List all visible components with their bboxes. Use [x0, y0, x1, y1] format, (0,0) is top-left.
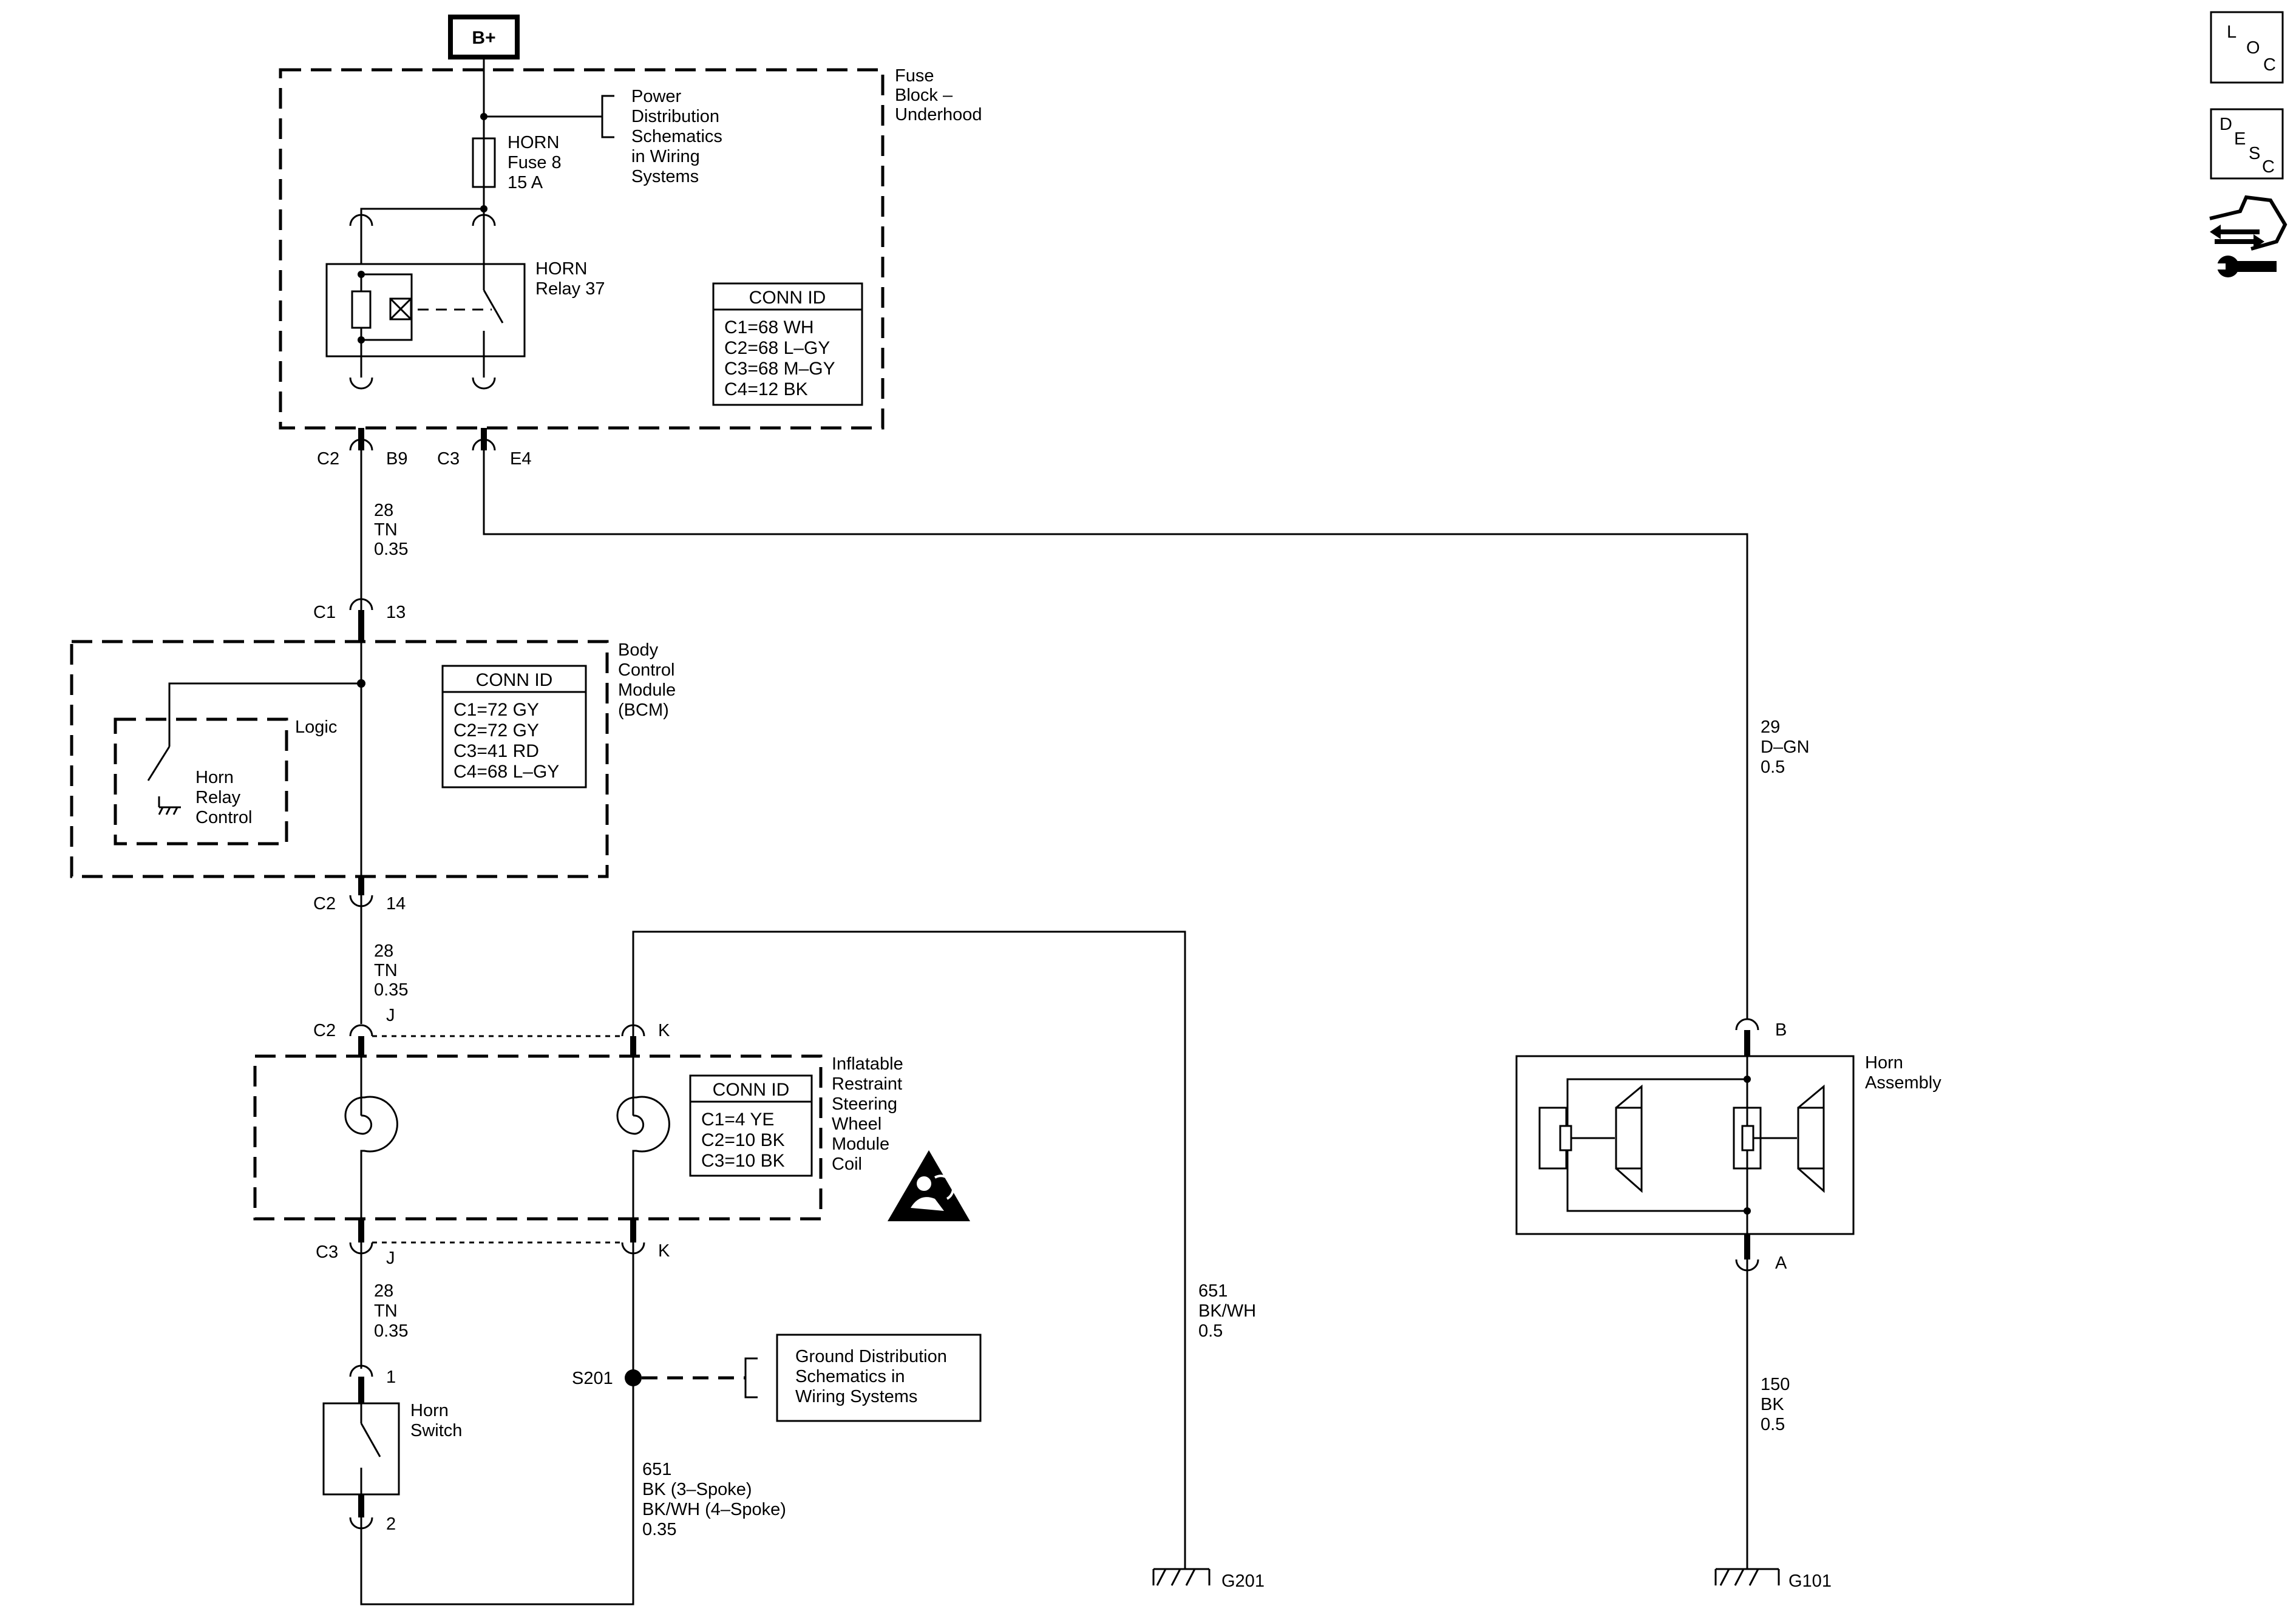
connector-wrench-icon[interactable] — [2209, 195, 2288, 277]
wire-label-29dgn: 29 D–GN 0.5 — [1761, 717, 1815, 777]
power-distribution-reference: Power Distribution Schematics in Wiring … — [631, 87, 727, 186]
coil-conn-id-table: CONN ID C1=4 YE C2=10 BK C3=10 BK — [689, 1074, 813, 1177]
coil-title: Inflatable Restraint Steering Wheel Modu… — [832, 1054, 908, 1174]
inflatable-restraint-coil: Inflatable Restraint Steering Wheel Modu… — [253, 1054, 908, 1221]
horn-switch: Horn Switch — [322, 1401, 462, 1496]
connector-horn-b: B — [1775, 1020, 1787, 1040]
connector-horn-a: A — [1775, 1253, 1787, 1273]
horn-speaker-right-icon — [1733, 1084, 1825, 1193]
ground-g201: G201 — [1152, 1568, 1265, 1591]
svg-text:C: C — [2263, 55, 2276, 75]
bcm-title: Body Control Module (BCM) — [618, 640, 681, 720]
wire-label-651-bk-spoke: 651 BK (3–Spoke) BK/WH (4–Spoke) 0.35 — [642, 1460, 791, 1539]
connector-fb-c2: C2 — [317, 449, 339, 469]
bcm-conn-id-table: CONN ID C1=72 GY C2=72 GY C3=41 RD C4=68… — [441, 665, 587, 788]
body-control-module: Body Control Module (BCM) — [70, 640, 681, 878]
connector-fb-e4: E4 — [510, 449, 531, 469]
connector-coil-c2: C2 — [313, 1021, 336, 1040]
battery-label: B+ — [472, 28, 495, 48]
bcm-logic-label: Logic — [295, 717, 337, 737]
horn-fuse: HORN Fuse 8 15 A — [472, 133, 566, 192]
wire-label-28tn-2: 28 TN 0.35 — [374, 941, 408, 1000]
wire-label-28tn-1: 28 TN 0.35 — [374, 501, 408, 559]
svg-text:E: E — [2234, 129, 2246, 149]
clockspring-coil-right — [616, 1056, 670, 1219]
connector-fb-c3: C3 — [437, 449, 460, 469]
splice-s201-label: S201 — [572, 1369, 613, 1388]
svg-text:CONN ID: CONN ID — [749, 288, 826, 308]
svg-text:S: S — [2249, 144, 2260, 163]
svg-text:CONN ID: CONN ID — [713, 1080, 790, 1100]
connector-bcm-c1: C1 — [313, 603, 336, 622]
horn-relay-control-label: Horn Relay Control — [195, 768, 253, 827]
horn-fuse-label: HORN Fuse 8 15 A — [508, 133, 566, 192]
bcm-logic: Logic Horn Relay Control — [114, 717, 337, 846]
wire-label-28tn-3: 28 TN 0.35 — [374, 1281, 408, 1341]
connector-switch-2: 2 — [386, 1514, 396, 1534]
connector-coil-k-top: K — [658, 1021, 670, 1040]
connector-coil-k-bottom: K — [658, 1241, 670, 1261]
horn-assembly-label: Horn Assembly — [1865, 1053, 1941, 1093]
connector-coil-c3: C3 — [316, 1242, 338, 1262]
horn-relay: HORN Relay 37 — [325, 259, 605, 358]
airbag-warning-icon — [888, 1150, 970, 1221]
svg-text:Ground Distribution Sche: Ground Distribution Schematics in Wiring… — [795, 1347, 952, 1406]
horn-relay-label: HORN Relay 37 — [535, 259, 605, 299]
connector-coil-j-bottom: J — [386, 1249, 395, 1268]
wire-label-150-bk: 150 BK 0.5 — [1761, 1375, 1795, 1434]
connector-bcm-c2: C2 — [313, 894, 336, 914]
ground-g101-label: G101 — [1788, 1571, 1832, 1591]
connector-bcm-14: 14 — [386, 894, 406, 914]
horn-speaker-left-icon — [1538, 1084, 1643, 1193]
ground-g201-label: G201 — [1221, 1571, 1265, 1591]
battery-terminal: B+ — [448, 15, 520, 59]
svg-text:O: O — [2246, 38, 2260, 58]
clockspring-coil-left — [344, 1056, 398, 1219]
svg-text:C: C — [2262, 157, 2275, 177]
horn-assembly: Horn Assembly — [1515, 1053, 1941, 1235]
location-icon-button[interactable]: L O C — [2210, 11, 2284, 84]
svg-text:C1=72 GY C2=72 GY: C1=72 GY C2=72 GY C3=41 RD C4=68 L–GY — [453, 700, 559, 782]
svg-text:D: D — [2220, 115, 2232, 134]
connector-bcm-13: 13 — [386, 603, 406, 622]
ground-g101: G101 — [1714, 1568, 1832, 1591]
connector-switch-1: 1 — [386, 1368, 396, 1387]
svg-text:L: L — [2227, 22, 2237, 42]
splice-s201-dot — [625, 1369, 642, 1386]
connector-fb-b9: B9 — [386, 449, 407, 469]
ground-distribution-reference: Ground Distribution Schematics in Wiring… — [776, 1334, 982, 1422]
svg-text:C1=4 YE C2=10 BK C: C1=4 YE C2=10 BK C3=10 BK — [701, 1110, 790, 1171]
wire-label-651-bkwh: 651 BK/WH 0.5 — [1198, 1281, 1261, 1341]
svg-text:C1=68 WH C2=68 L–GY: C1=68 WH C2=68 L–GY C3=68 M–GY C4=12 BK — [724, 317, 840, 399]
fuse-block-title: Fuse Block – Underhood — [895, 66, 982, 124]
fuse-block-underhood: Fuse Block – Underhood — [279, 66, 982, 430]
description-icon-button[interactable]: D E S C — [2210, 108, 2284, 180]
svg-text:CONN ID: CONN ID — [476, 670, 553, 690]
connector-coil-j-top: J — [386, 1006, 395, 1025]
horn-switch-label: Horn Switch — [410, 1401, 462, 1440]
fuse-block-conn-id-table: CONN ID C1=68 WH C2=68 L–GY C3=68 M–GY C… — [712, 282, 863, 406]
